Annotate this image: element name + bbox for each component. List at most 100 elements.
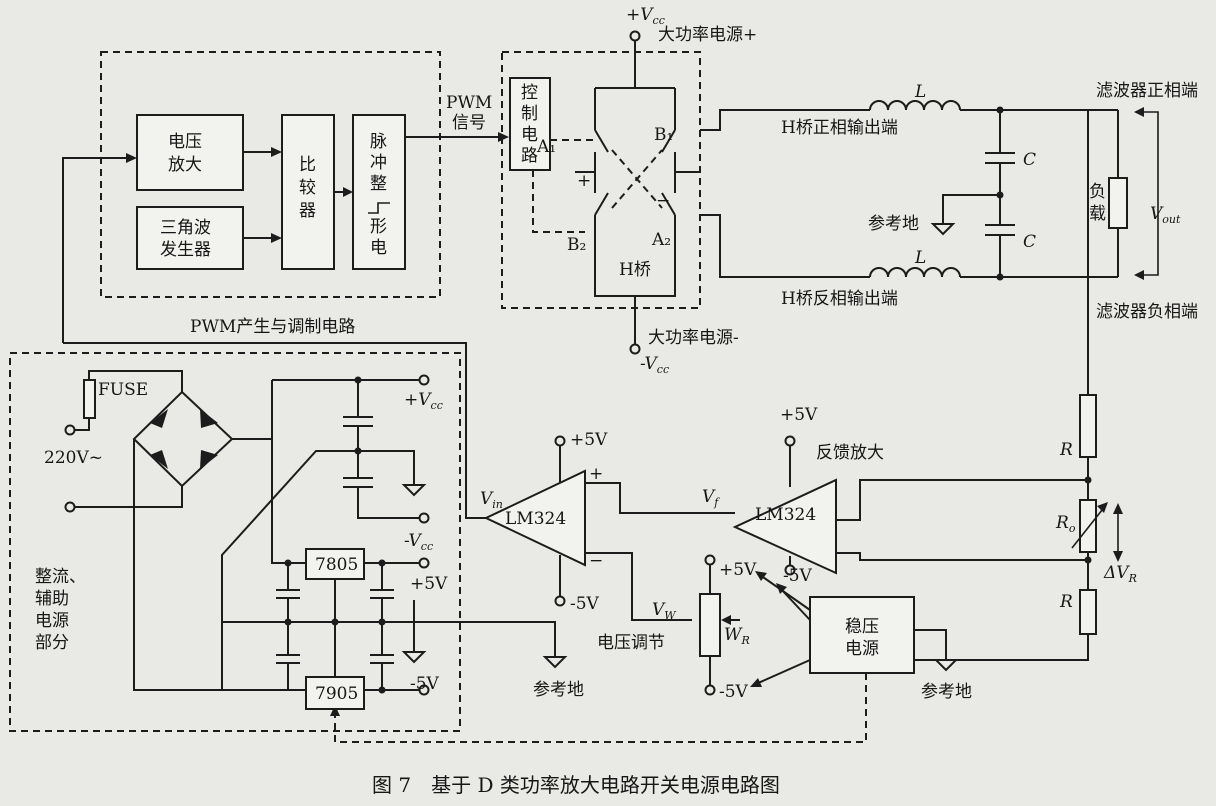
filter-output-wires [960,109,1118,278]
control-label-1: 控 [521,83,538,103]
switch-b1 [661,129,676,153]
feedback-divider: R Ro ΔVR R [836,110,1137,661]
rectifier-output-wires [133,438,306,691]
left-decoupling-caps [276,563,300,690]
inductor-bottom-label: L [914,248,926,268]
vcc-pos-rail-wire [271,379,420,564]
stab-to-n5v [755,659,811,685]
ac-lower-wire [74,486,183,508]
feedback-into-amp-wire [62,157,130,343]
pos-output-label: H桥正相输出端 [781,118,898,138]
fb-n5v: -5V [783,566,813,586]
node-dot [354,376,362,384]
terminal [784,435,796,447]
arrow-head-icon [1134,107,1144,117]
node-dot [284,559,292,567]
diode-icon [150,450,168,469]
power-vcc-neg: -Vcc [404,531,433,553]
wr-label: WR [724,625,750,647]
wr-p5v: +5V [719,560,757,580]
control-label-3: 电 [521,125,538,145]
arrow-head-icon [721,615,731,625]
stabilized-supply-block [809,596,915,674]
arrow-head-icon [750,678,762,687]
inductor-top-label: L [914,82,926,102]
pwm-signal-label-1: PWM [446,93,492,113]
comparator-label-1: 比 [299,155,316,175]
node-dot [996,273,1004,281]
regulator-7805 [305,548,365,580]
reg-7805-label: 7805 [315,555,358,575]
arrow-head-icon [343,187,353,197]
right-decoupling-caps [370,563,394,690]
diode-icon [200,450,218,469]
pulse-shaper-label-3: 整 [370,174,387,194]
n5v-terminal [418,684,430,696]
pwm-section: PWM产生与调制电路 电压 放大 三角波 发生器 比 较 器 脉 冲 整 形 电… [62,51,509,343]
feedback-minus-wire [836,552,1088,561]
triangle-gen-label-1: 三角波 [160,218,211,238]
power-title-2: 辅助 [35,589,69,609]
input-amp: LM324 + − +5V -5V Vin VW [63,342,692,622]
pulse-shaper-label-2: 冲 [370,153,387,173]
power-vcc-pos: +Vcc [404,390,443,412]
load-label-2: 载 [1089,204,1106,224]
arrow-head-icon [498,132,509,142]
fuse-icon [83,379,96,419]
feedback-amp: LM324 反馈放大 +5V -5V Vf [585,405,884,586]
vcc-pos-terminal [418,374,430,386]
power-section: 整流、 辅助 电源 部分 FUSE 220V~ +Vcc -Vcc 7805 [9,352,584,732]
potentiometer-wr [699,593,721,657]
vcc-pos-terminal [629,30,641,42]
filter-pos-end-label: 滤波器正相端 [1096,81,1198,101]
switch-a2 [661,192,676,216]
power-dashed-boundary [9,352,461,732]
in-n5v: -5V [570,594,600,614]
pwm-signal-label-2: 信号 [452,113,486,133]
label-a1: A₁ [536,137,556,157]
pwm-dashed-boundary [100,51,441,298]
vw-label: VW [652,600,677,622]
ac-terminal-bottom [64,501,76,513]
control-label-2: 制 [521,104,538,124]
regulator-section: WR +5V -5V 电压调节 稳压 电源 参考地 [330,554,972,743]
ground-icon [358,450,427,497]
inductor-top [869,100,961,111]
switch-a1 [594,129,609,153]
node-dot [1084,476,1092,484]
arrow-head-icon [271,147,282,157]
load-resistor [1108,177,1128,229]
stab-label-2: 电源 [845,639,879,659]
ground-icon [914,629,959,672]
arrow-head-icon [1113,503,1123,514]
control-circuit-block [509,77,551,171]
voltage-amp-label-2: 放大 [168,155,202,175]
terminal [704,684,716,696]
pulse-shaper-label-1: 脉 [370,132,387,152]
hbridge-section: 控 制 电 路 A₁ B₁ B₂ A₂ + − H桥 +Vcc 大功率电源+ 大… [501,5,757,376]
vcc-neg-symbol: -Vcc [640,354,669,376]
node-dot [378,686,386,694]
label-b2: B₂ [567,235,586,255]
terminal [554,595,566,607]
reg-7905-label: 7905 [315,684,358,704]
gate-drive-b2 [532,170,585,233]
power-title-1: 整流、 [35,567,86,587]
resistor-r-bottom [1079,589,1097,635]
node-dot [331,618,339,626]
vout-bracket [1140,111,1159,276]
node-dot [378,618,386,626]
filter-neg-end-label: 滤波器负相端 [1096,302,1198,322]
power-title-4: 部分 [35,633,69,653]
vf-label: Vf [702,487,720,509]
vcc-pos-symbol: +Vcc [626,5,665,27]
bridge-legs [594,152,676,193]
resistor-r-top [1079,394,1097,458]
pwm-section-title: PWM产生与调制电路 [190,317,355,337]
node-dot [1084,556,1092,564]
input-amp-triangle [483,469,586,567]
fuse-label: FUSE [98,380,148,400]
label-b1: B₁ [654,125,673,145]
input-amp-plus: + [589,464,603,484]
delta-vr-label: ΔVR [1103,563,1137,585]
